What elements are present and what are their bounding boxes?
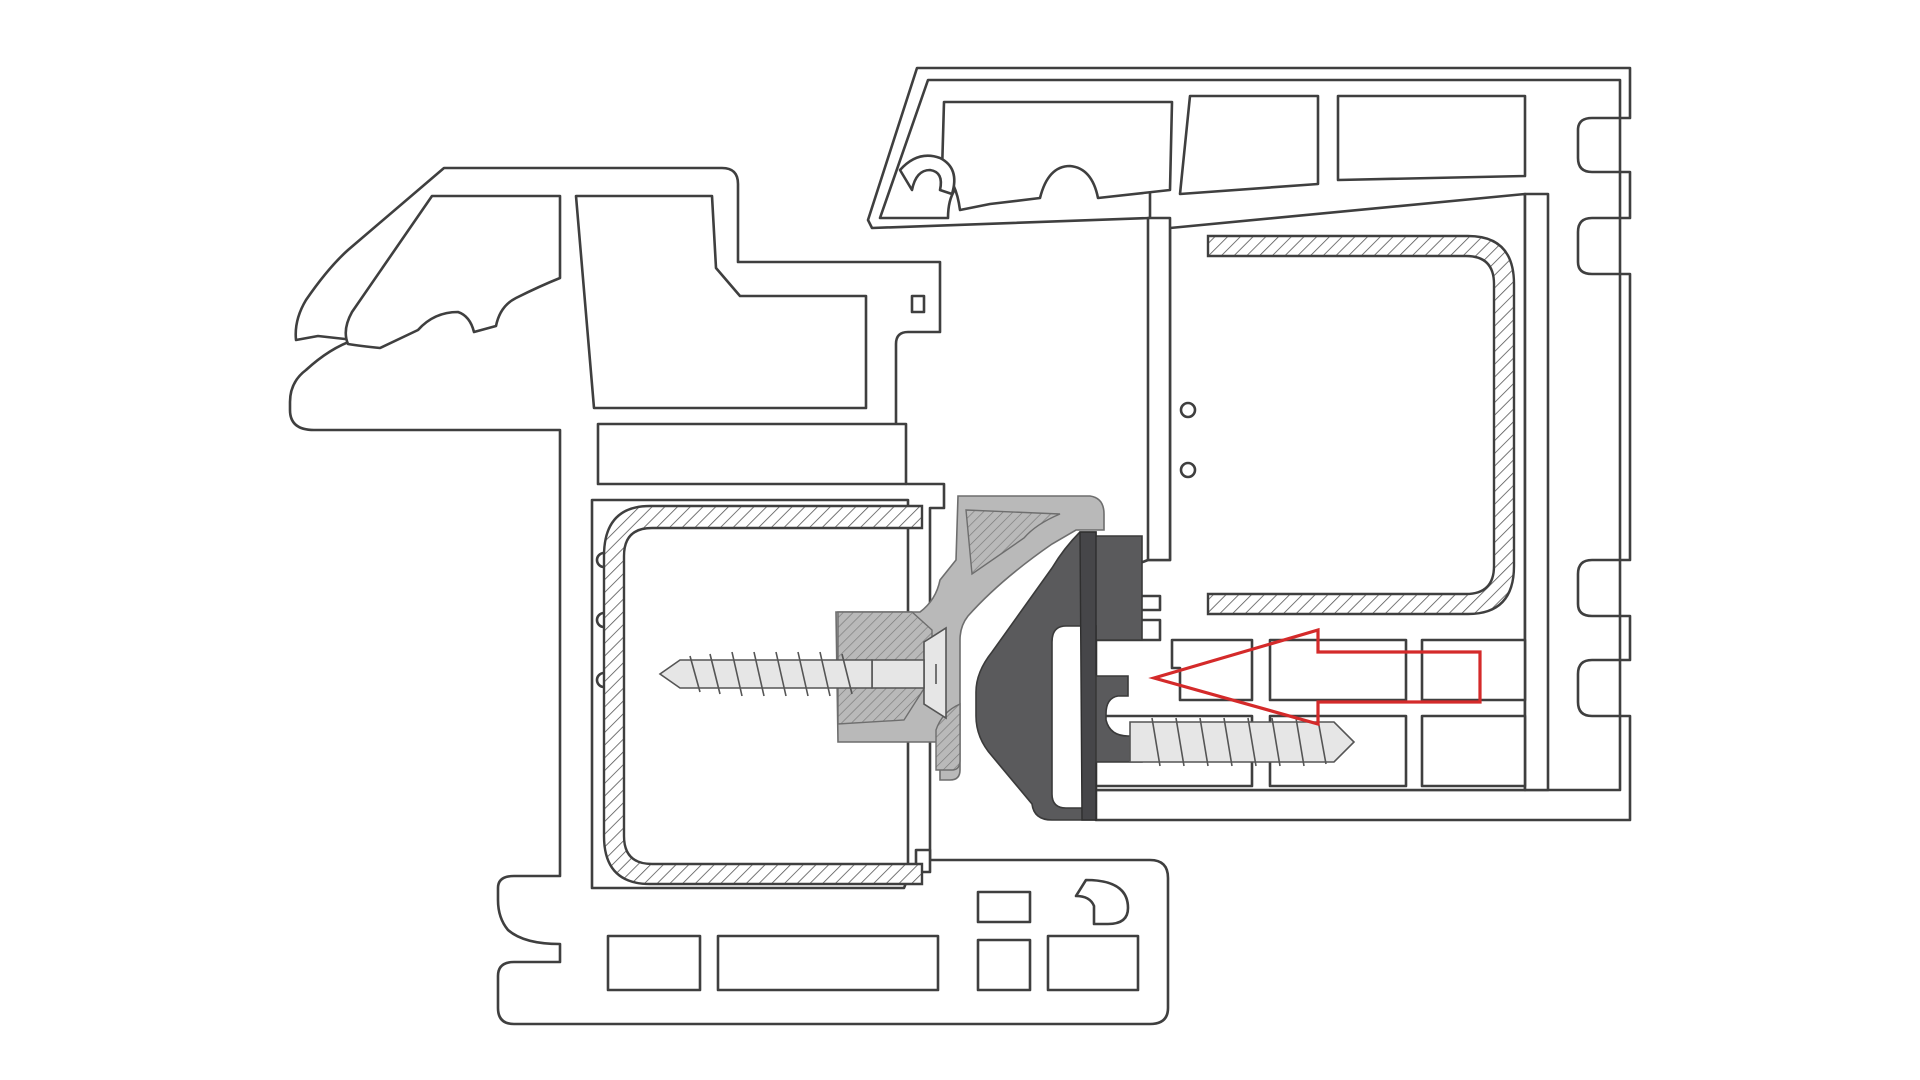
connector-bracket-light [835,495,1105,781]
steel-reinforcement-right [1206,234,1516,616]
screw-right [1129,717,1356,767]
frame-profile-left [288,166,1170,1026]
insertion-arrow [1148,627,1482,727]
frame-profile-right [866,66,1632,822]
steel-reinforcement-left [602,504,924,886]
screw-left [658,626,947,720]
